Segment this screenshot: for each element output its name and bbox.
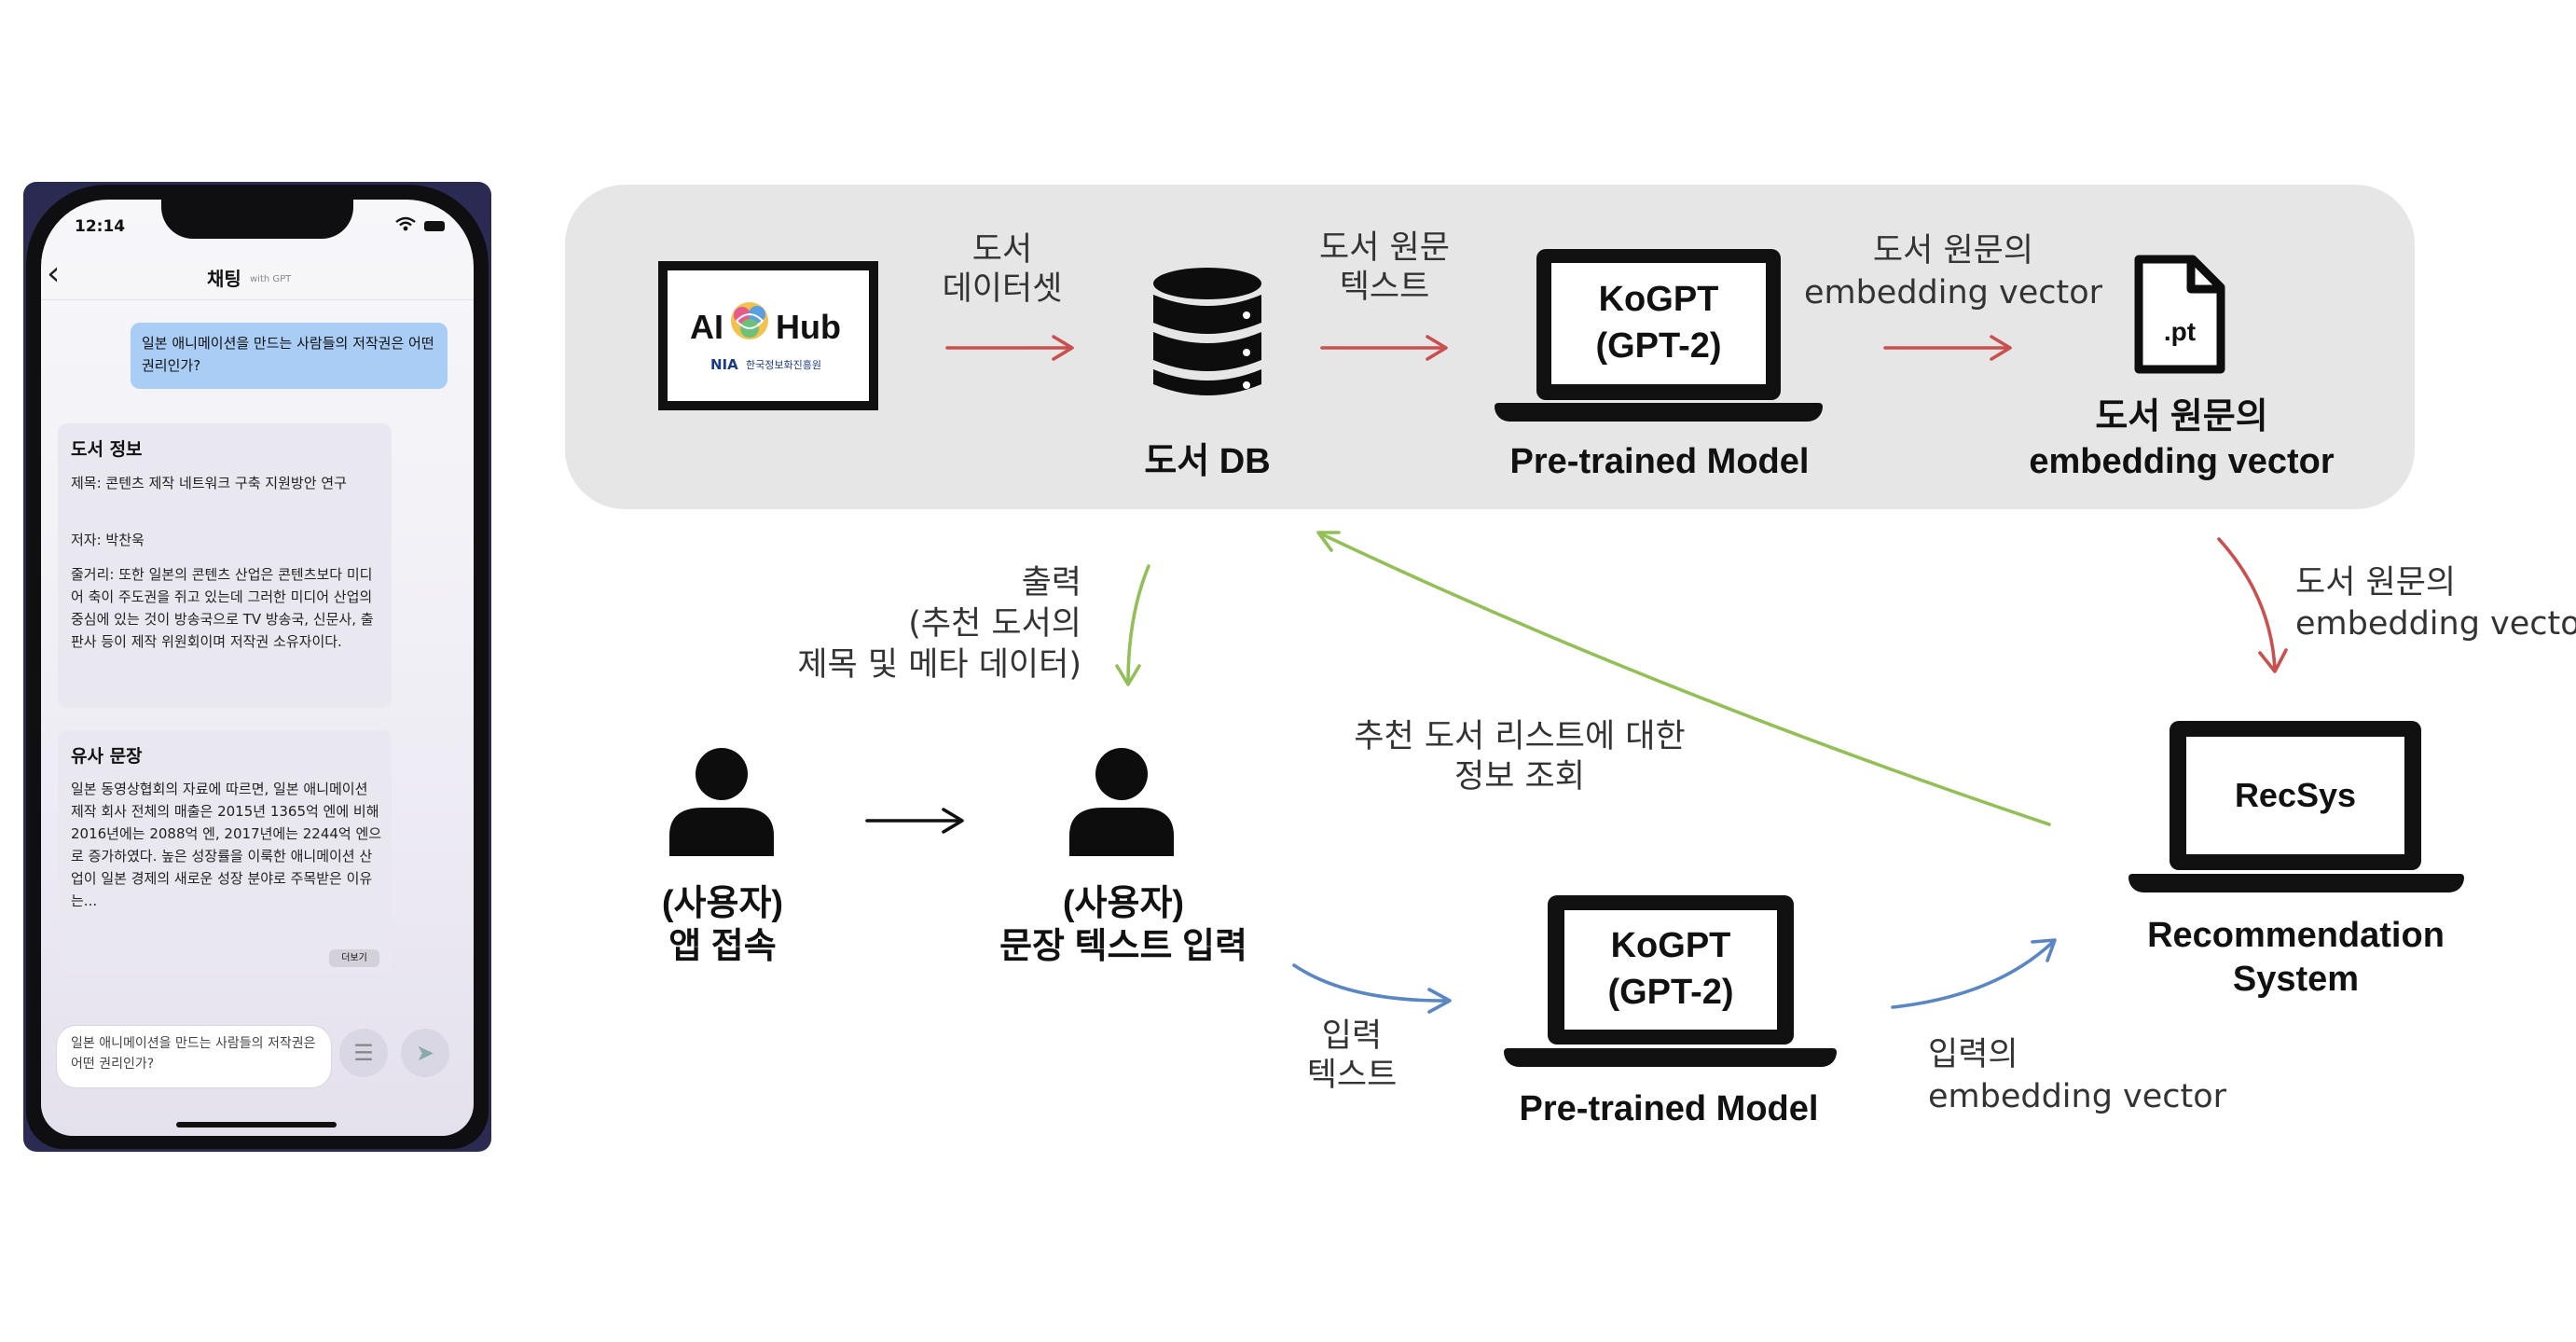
aihub-nia-text: NIA bbox=[710, 356, 738, 373]
book-info-author: 저자: 박찬욱 bbox=[71, 532, 145, 548]
user-left-caption-1: (사용자) bbox=[661, 884, 784, 923]
pt-caption-2: embedding vector bbox=[2029, 442, 2335, 481]
phone-notch bbox=[161, 185, 353, 239]
laptop-recsys-base bbox=[2128, 874, 2464, 892]
label-input-text-1: 입력 bbox=[1321, 1017, 1383, 1055]
label-book-text-2: 텍스트 bbox=[1339, 269, 1430, 306]
recsys-caption-2: System bbox=[2232, 960, 2360, 999]
recsys-caption-1: Recommendation bbox=[2147, 916, 2445, 955]
aihub-ai-text: AI bbox=[690, 308, 723, 346]
label-output-2: (추천 도서의 bbox=[908, 605, 1081, 643]
battery-icon bbox=[424, 221, 445, 231]
recsys-screen-label: RecSys bbox=[2186, 737, 2404, 854]
laptop-bottom-base bbox=[1504, 1048, 1837, 1067]
black-arrow bbox=[865, 808, 964, 834]
laptop-bottom-display: KoGPT (GPT-2) bbox=[1564, 910, 1777, 1030]
aihub-org-text: 한국정보화진흥원 bbox=[746, 359, 821, 371]
wifi-icon bbox=[395, 216, 416, 235]
header-divider bbox=[41, 299, 474, 300]
similar-text: 일본 동영상협회의 자료에 따르면, 일본 애니메이션 제작 회사 전체의 매출… bbox=[71, 781, 382, 909]
brain-icon bbox=[727, 300, 772, 349]
label-input-text-2: 텍스트 bbox=[1306, 1057, 1398, 1094]
model-top-caption: Pre-trained Model bbox=[1509, 442, 1810, 481]
book-info-heading: 도서 정보 bbox=[71, 439, 143, 460]
user-left-caption-2: 앱 접속 bbox=[668, 927, 777, 966]
label-lookup-2: 정보 조회 bbox=[1454, 758, 1585, 796]
similar-sentence-card bbox=[58, 730, 392, 973]
label-input-embedding-2: embedding vector bbox=[1928, 1078, 2227, 1115]
laptop-top-base bbox=[1495, 403, 1823, 422]
label-book-dataset-2: 데이터셋 bbox=[942, 270, 1063, 308]
chat-subtitle: with GPT bbox=[250, 274, 292, 284]
back-chevron-icon[interactable]: ‹ bbox=[47, 255, 61, 293]
book-info-card bbox=[58, 423, 392, 708]
label-embedding-top-2: embedding vector bbox=[1803, 274, 2103, 311]
database-icon bbox=[1150, 263, 1266, 407]
user-right-icon bbox=[1069, 746, 1174, 860]
label-embedding-right-1: 도서 원문의 bbox=[2295, 564, 2457, 602]
model-bottom-caption: Pre-trained Model bbox=[1519, 1089, 1819, 1128]
green-arrows bbox=[1115, 531, 2051, 826]
model-bottom-variant: (GPT-2) bbox=[1607, 973, 1734, 1012]
pt-file-icon bbox=[2133, 254, 2226, 379]
label-book-text-1: 도서 원문 bbox=[1319, 229, 1450, 267]
blue-arrows bbox=[1292, 938, 2057, 1014]
arrow-pt-to-recsys bbox=[2217, 537, 2277, 671]
arrow-output-to-user bbox=[1126, 564, 1150, 685]
more-button[interactable]: 더보기 bbox=[329, 949, 379, 967]
red-arrows bbox=[945, 335, 2288, 673]
pt-file-label: .pt bbox=[2163, 317, 2197, 346]
book-info-title: 제목: 콘텐츠 제작 네트워크 구축 지원방안 연구 bbox=[71, 475, 347, 491]
user-message-text: 일본 애니메이션을 만드는 사람들의 저작권은 어떤 권리인가? bbox=[142, 335, 434, 374]
label-output-3: 제목 및 메타 데이터) bbox=[797, 646, 1081, 684]
message-input[interactable] bbox=[56, 1025, 332, 1088]
book-info-summary: 줄거리: 또한 일본의 콘텐츠 산업은 콘텐츠보다 미디어 축이 주도권을 쥐고… bbox=[71, 566, 374, 650]
chat-title: 채팅 bbox=[207, 268, 241, 290]
similar-heading: 유사 문장 bbox=[71, 746, 143, 767]
user-message-bubble bbox=[131, 323, 448, 389]
model-bottom-name: KoGPT bbox=[1610, 926, 1731, 965]
send-icon[interactable]: ➤ bbox=[401, 1029, 449, 1077]
label-output-1: 출력 bbox=[1021, 564, 1081, 602]
user-left-icon bbox=[669, 746, 774, 860]
menu-icon[interactable]: ☰ bbox=[339, 1029, 388, 1077]
label-embedding-right-2: embedding vector bbox=[2295, 605, 2576, 643]
arrow-user-to-model bbox=[1292, 963, 1450, 1003]
aihub-logo bbox=[668, 270, 869, 401]
user-right-caption-1: (사용자) bbox=[1062, 884, 1185, 923]
home-indicator bbox=[176, 1122, 337, 1128]
pt-caption-1: 도서 원문의 bbox=[2095, 397, 2268, 436]
label-embedding-top-1: 도서 원문의 bbox=[1872, 232, 2034, 270]
label-lookup-1: 추천 도서 리스트에 대한 bbox=[1354, 718, 1686, 755]
message-input-text: 일본 애니메이션을 만드는 사람들의 저작권은 어떤 권리인가? bbox=[71, 1036, 316, 1072]
arrow-model-to-recsys bbox=[1891, 940, 2055, 1009]
aihub-hub-text: Hub bbox=[776, 308, 841, 346]
label-book-dataset-1: 도서 bbox=[971, 231, 1033, 269]
label-input-embedding-1: 입력의 bbox=[1928, 1036, 2018, 1073]
arrow-recsys-to-db bbox=[1318, 532, 2051, 826]
laptop-top-display: KoGPT (GPT-2) bbox=[1551, 263, 1766, 384]
db-label: 도서 DB bbox=[1144, 442, 1271, 481]
status-time: 12:14 bbox=[75, 217, 126, 236]
model-top-name: KoGPT bbox=[1598, 280, 1719, 319]
user-right-caption-2: 문장 텍스트 입력 bbox=[999, 927, 1247, 966]
model-top-variant: (GPT-2) bbox=[1595, 326, 1722, 366]
